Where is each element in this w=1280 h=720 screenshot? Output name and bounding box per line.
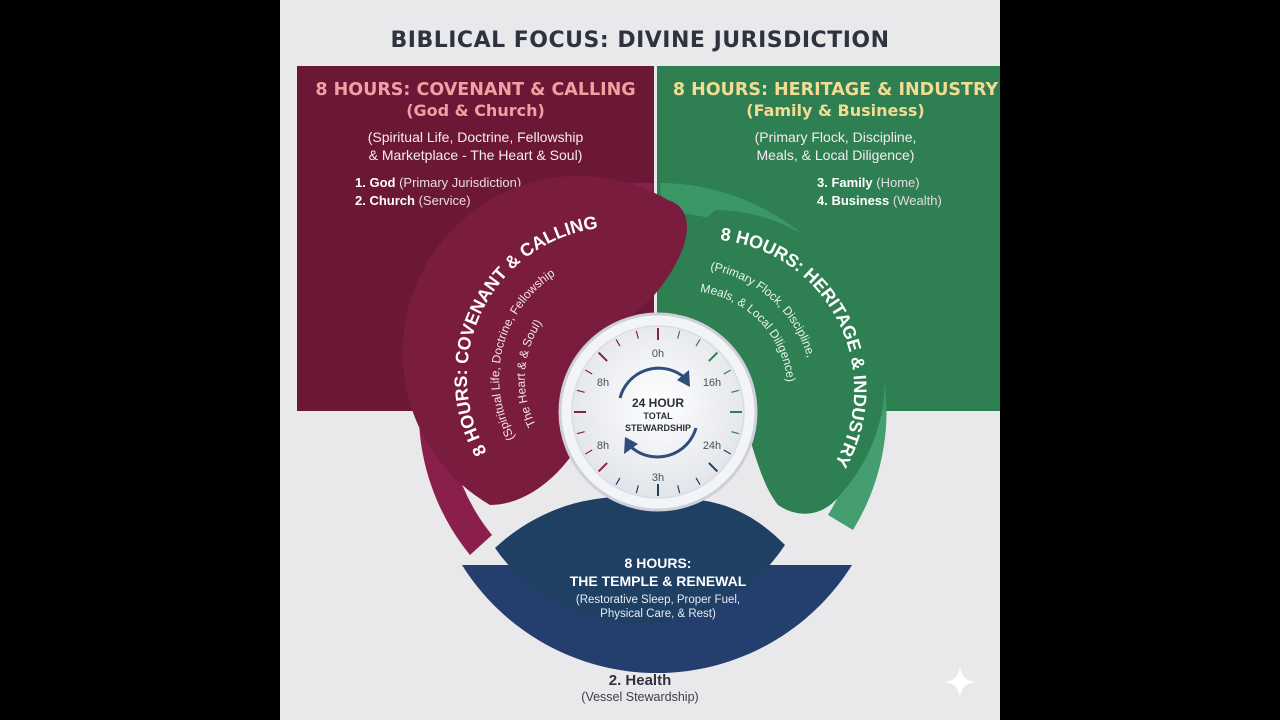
clock-tick xyxy=(635,330,639,339)
cycle-arrowhead-bottom-icon xyxy=(624,437,638,454)
clock-label-upper-right: 16h xyxy=(703,377,721,389)
clock-label-lower-left: 8h xyxy=(597,440,609,452)
list-item-label: 4. Business xyxy=(817,193,890,208)
clock-tick xyxy=(731,431,740,435)
clock-tick xyxy=(635,485,639,494)
heritage-subheading: (Family & Business) xyxy=(746,101,925,120)
page-title: BIBLICAL FOCUS: DIVINE JURISDICTION xyxy=(390,28,890,53)
heritage-desc-line2: Meals, & Local Diligence) xyxy=(756,147,915,163)
covenant-desc-line1: (Spiritual Life, Doctrine, Fellowship xyxy=(367,129,584,145)
list-item-label: 1. God xyxy=(355,175,396,190)
heritage-heading: 8 HOURS: HERITAGE & INDUSTRY xyxy=(672,80,999,100)
heritage-desc-line1: (Primary Flock, Discipline, xyxy=(754,129,917,145)
health-caption: 2. Health (Vessel Stewardship) xyxy=(280,672,1000,704)
stewardship-wheel: 8 HOURS: COVENANT & CALLING (Spiritual L… xyxy=(402,175,887,674)
health-note: (Vessel Stewardship) xyxy=(581,690,699,704)
clock-tick xyxy=(723,449,732,455)
temple-segment-line1: (Restorative Sleep, Proper Fuel, xyxy=(576,594,740,606)
clock-tick xyxy=(576,389,585,393)
covenant-subheading: (God & Church) xyxy=(406,101,545,120)
clock-tick xyxy=(695,338,701,347)
temple-segment xyxy=(495,495,785,624)
temple-segment-title2: THE TEMPLE & RENEWAL xyxy=(570,573,747,589)
list-item-note: (Primary Jurisdiction) xyxy=(399,175,522,190)
heritage-list: 3. Family (Home) 4. Business (Wealth) xyxy=(817,174,1000,210)
heritage-description: (Primary Flock, Discipline, Meals, & Loc… xyxy=(657,128,1000,164)
cycle-arrow-top-icon xyxy=(618,366,686,399)
cycle-arrowhead-top-icon xyxy=(677,370,690,387)
covenant-list: 1. God (Primary Jurisdiction) 2. Church … xyxy=(355,174,654,210)
cycle-arrow-bottom-icon xyxy=(628,427,698,459)
clock-tick xyxy=(584,369,593,375)
clock-tick xyxy=(597,462,608,473)
list-item-label: 2. Church xyxy=(355,193,415,208)
list-item-label: 3. Family xyxy=(817,175,873,190)
clock-tick xyxy=(615,477,621,486)
clock-tick xyxy=(723,369,732,375)
sparkle-icon xyxy=(944,666,976,698)
health-label: 2. Health xyxy=(608,672,672,689)
list-item-note: (Home) xyxy=(876,175,920,190)
infographic: BIBLICAL FOCUS: DIVINE JURISDICTION 8 HO… xyxy=(280,0,1000,720)
clock-tick xyxy=(615,338,621,347)
clock-center-line3: STEWARDSHIP xyxy=(625,423,691,433)
temple-segment-line2: Physical Care, & Rest) xyxy=(600,608,716,620)
clock-tick xyxy=(597,351,608,362)
list-item-note: (Wealth) xyxy=(892,193,942,208)
list-item-note: (Service) xyxy=(418,193,471,208)
clock-tick xyxy=(584,449,593,455)
covenant-heading: 8 HOURS: COVENANT & CALLING xyxy=(315,80,636,100)
clock-label-top: 0h xyxy=(652,348,664,360)
clock-tick xyxy=(731,389,740,393)
list-item: 1. God (Primary Jurisdiction) xyxy=(355,174,654,192)
covenant-desc-line2: & Marketplace - The Heart & Soul) xyxy=(368,147,583,163)
clock-center-line1: 24 HOUR xyxy=(632,396,684,410)
clock-tick xyxy=(677,330,681,339)
covenant-description: (Spiritual Life, Doctrine, Fellowship & … xyxy=(297,128,654,164)
clock-center-line2: TOTAL xyxy=(643,411,673,421)
list-item: 2. Church (Service) xyxy=(355,192,654,210)
list-item: 4. Business (Wealth) xyxy=(817,192,1000,210)
clock-tick xyxy=(695,477,701,486)
covenant-segment xyxy=(402,175,688,505)
clock-ticks xyxy=(574,328,742,496)
clock-label-bottom: 3h xyxy=(652,472,664,484)
heritage-segment xyxy=(684,210,885,514)
clock-label-lower-right: 24h xyxy=(703,440,721,452)
clock-tick xyxy=(677,485,681,494)
clock-tick xyxy=(708,462,719,473)
clock-label-upper-left: 8h xyxy=(597,377,609,389)
clock-face xyxy=(571,325,745,499)
clock-tick xyxy=(708,351,719,362)
list-item: 3. Family (Home) xyxy=(817,174,1000,192)
clock-tick xyxy=(576,431,585,435)
clock: 0h 8h 16h 8h 24h 3h 24 HOUR TOTAL STEWAR… xyxy=(558,312,758,512)
temple-segment-title1: 8 HOURS: xyxy=(625,555,692,571)
